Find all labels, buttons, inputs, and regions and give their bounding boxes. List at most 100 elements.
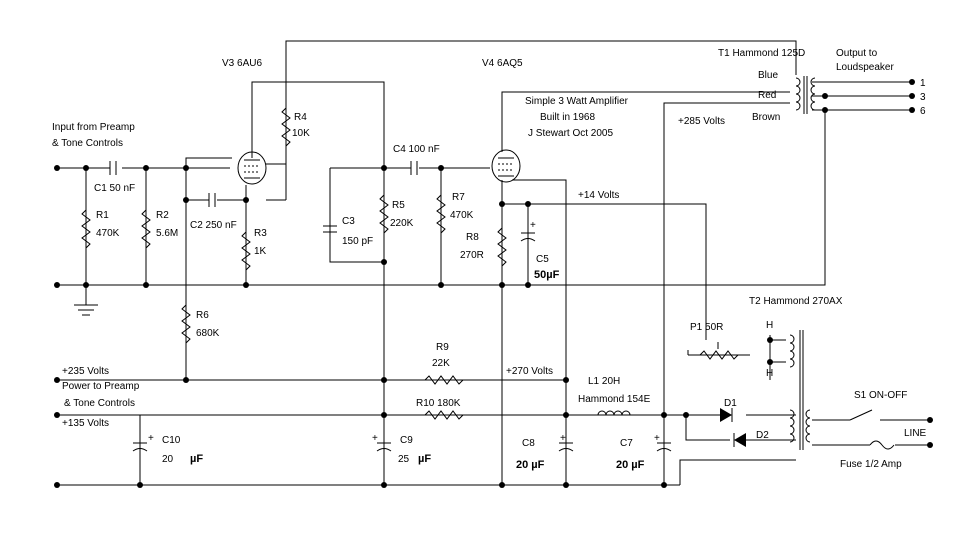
c5-label: C5 (536, 254, 549, 265)
resistor-r8 (497, 227, 507, 267)
output-pin-6: 6 (920, 106, 926, 117)
wiring (57, 40, 930, 486)
c9-plus: + (372, 433, 378, 444)
r6-label: R6 (196, 310, 209, 321)
v270-label: +270 Volts (506, 366, 553, 377)
resistor-r1 (81, 209, 91, 249)
switch-label: S1 ON-OFF (854, 390, 907, 401)
resistor-r9 (424, 375, 464, 385)
c2-label: C2 250 nF (190, 220, 237, 231)
r9-value: 22K (432, 358, 450, 369)
c10-label: C10 (162, 435, 181, 446)
title-line-2: Built in 1968 (540, 112, 595, 123)
potentiometer-p1 (699, 350, 739, 360)
diode-d1 (720, 408, 733, 422)
d1-label: D1 (724, 398, 737, 409)
v235-label: +235 Volts (62, 366, 109, 377)
output-label-1: Output to (836, 48, 878, 59)
c9-unit: µF (418, 453, 431, 465)
p1-label: P1 50R (690, 322, 723, 333)
resistor-r7 (436, 194, 446, 234)
switch-s1 (849, 409, 900, 421)
resistor-r3 (241, 231, 251, 271)
r2-label: R2 (156, 210, 169, 221)
c7-value: 20 µF (616, 459, 645, 471)
resistors (81, 107, 739, 420)
c7-plus: + (654, 433, 660, 444)
t2-h1: H (766, 320, 773, 331)
t1-label: T1 Hammond 125D (718, 48, 805, 59)
c8-plus: + (560, 433, 566, 444)
r8-value: 270R (460, 250, 484, 261)
r4-value: 10K (292, 128, 310, 139)
transformer-t1 (795, 76, 816, 114)
t1-brown-label: Brown (752, 112, 780, 123)
r2-value: 5.6M (156, 228, 178, 239)
resistor-r4 (281, 107, 291, 147)
l1-value: Hammond 154E (578, 394, 651, 405)
r1-value: 470K (96, 228, 120, 239)
power-label-1: Power to Preamp (62, 381, 140, 392)
choke-l1 (597, 410, 631, 416)
output-pin-1: 1 (920, 78, 926, 89)
tube-v3 (237, 151, 267, 185)
t2-h2: H (766, 368, 773, 379)
t2-label: T2 Hammond 270AX (749, 296, 843, 307)
c5-value: 50µF (534, 269, 560, 281)
v14-label: +14 Volts (578, 190, 619, 201)
resistor-r6 (181, 304, 191, 344)
resistor-r2 (141, 209, 151, 249)
c3-label: C3 (342, 216, 355, 227)
r4-label: R4 (294, 112, 307, 123)
c10-unit: µF (190, 453, 203, 465)
capacitors (109, 161, 672, 452)
c9-label: C9 (400, 435, 413, 446)
r1-label: R1 (96, 210, 109, 221)
r7-value: 470K (450, 210, 474, 221)
input-label-1: Input from Preamp (52, 122, 135, 133)
r7-label: R7 (452, 192, 465, 203)
t1-blue-label: Blue (758, 70, 778, 81)
c1-label: C1 50 nF (94, 183, 135, 194)
l1-label: L1 20H (588, 376, 620, 387)
r10-label: R10 180K (416, 398, 461, 409)
c10-value: 20 (162, 454, 174, 465)
c7-label: C7 (620, 438, 633, 449)
c5-plus: + (530, 220, 536, 231)
t1-red-label: Red (758, 90, 776, 101)
output-label-2: Loudspeaker (836, 62, 894, 73)
c9-value: 25 (398, 454, 410, 465)
v135-label: +135 Volts (62, 418, 109, 429)
junction-dots (54, 79, 933, 488)
title-line-1: Simple 3 Watt Amplifier (525, 96, 629, 107)
fuse (869, 440, 895, 450)
c8-label: C8 (522, 438, 535, 449)
v3-label: V3 6AU6 (222, 58, 262, 69)
line-label: LINE (904, 428, 927, 439)
c3-value: 150 pF (342, 236, 373, 247)
r8-label: R8 (466, 232, 479, 243)
v285-label: +285 Volts (678, 116, 725, 127)
r5-value: 220K (390, 218, 414, 229)
power-label-2: & Tone Controls (64, 398, 135, 409)
ground-symbol (74, 304, 98, 316)
resistor-r10 (424, 410, 464, 420)
tube-v4 (491, 149, 521, 183)
input-label-2: & Tone Controls (52, 138, 123, 149)
labels: V3 6AU6 V4 6AQ5 T1 Hammond 125D Blue Red… (52, 48, 927, 471)
resistor-r5 (379, 194, 389, 234)
title-line-3: J Stewart Oct 2005 (528, 128, 613, 139)
r5-label: R5 (392, 200, 405, 211)
r6-value: 680K (196, 328, 220, 339)
c8-value: 20 µF (516, 459, 545, 471)
c4-label: C4 100 nF (393, 144, 440, 155)
d2-label: D2 (756, 430, 769, 441)
r3-value: 1K (254, 246, 267, 257)
v4-label: V4 6AQ5 (482, 58, 523, 69)
r9-label: R9 (436, 342, 449, 353)
c10-plus: + (148, 433, 154, 444)
output-pin-3: 3 (920, 92, 926, 103)
fuse-label: Fuse 1/2 Amp (840, 459, 902, 470)
